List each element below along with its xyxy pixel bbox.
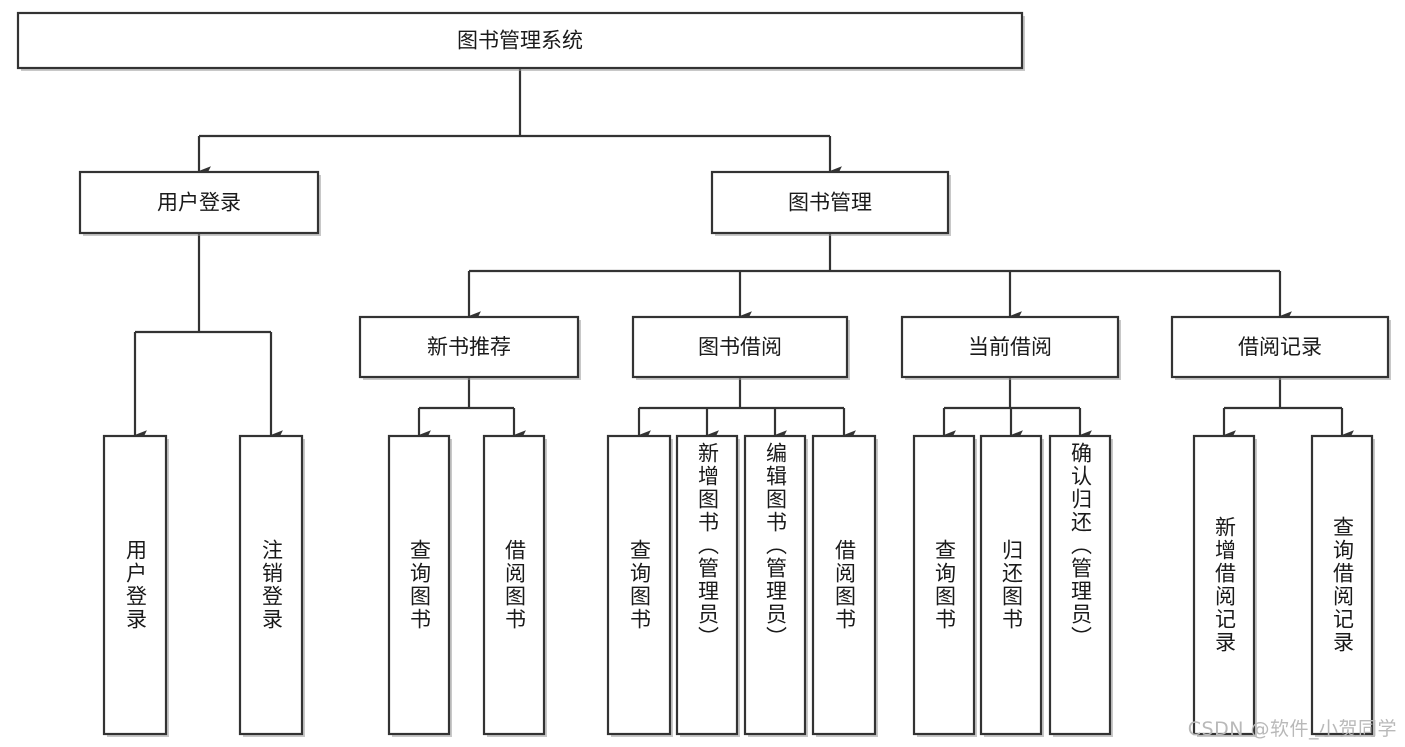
node-leaf-2 — [387, 434, 451, 736]
watermark-text: CSDN @软件_小贺同学 — [1187, 718, 1397, 740]
node-leaf-1 — [238, 434, 304, 736]
node-level3-2 — [900, 315, 1120, 379]
node-leaf-12 — [1310, 434, 1374, 736]
node-level3-label-3: 借阅记录 — [1238, 335, 1322, 359]
node-level3-label-2: 当前借阅 — [968, 335, 1052, 359]
node-leaf-5 — [675, 434, 739, 736]
node-level2-0 — [78, 170, 320, 235]
node-level3-1 — [631, 315, 849, 379]
node-leaf-3 — [482, 434, 546, 736]
node-leaf-0 — [102, 434, 168, 736]
node-level2-label-1: 图书管理 — [788, 191, 872, 215]
node-root — [16, 11, 1024, 70]
node-leaf-7 — [811, 434, 877, 736]
node-level2-1 — [710, 170, 950, 235]
node-level2-label-0: 用户登录 — [157, 191, 241, 215]
node-leaf-8 — [912, 434, 976, 736]
node-level3-label-0: 新书推荐 — [427, 335, 511, 359]
node-leaf-10 — [1048, 434, 1112, 736]
node-leaf-6 — [743, 434, 807, 736]
node-leaf-4 — [606, 434, 672, 736]
node-level3-0 — [358, 315, 580, 379]
node-level3-label-1: 图书借阅 — [698, 335, 782, 359]
node-leaf-11 — [1192, 434, 1256, 736]
node-leaf-9 — [979, 434, 1043, 736]
node-root-label: 图书管理系统 — [457, 29, 583, 53]
connector-lines — [133, 68, 1354, 440]
node-level3-3 — [1170, 315, 1390, 379]
node-boxes — [16, 11, 1390, 736]
